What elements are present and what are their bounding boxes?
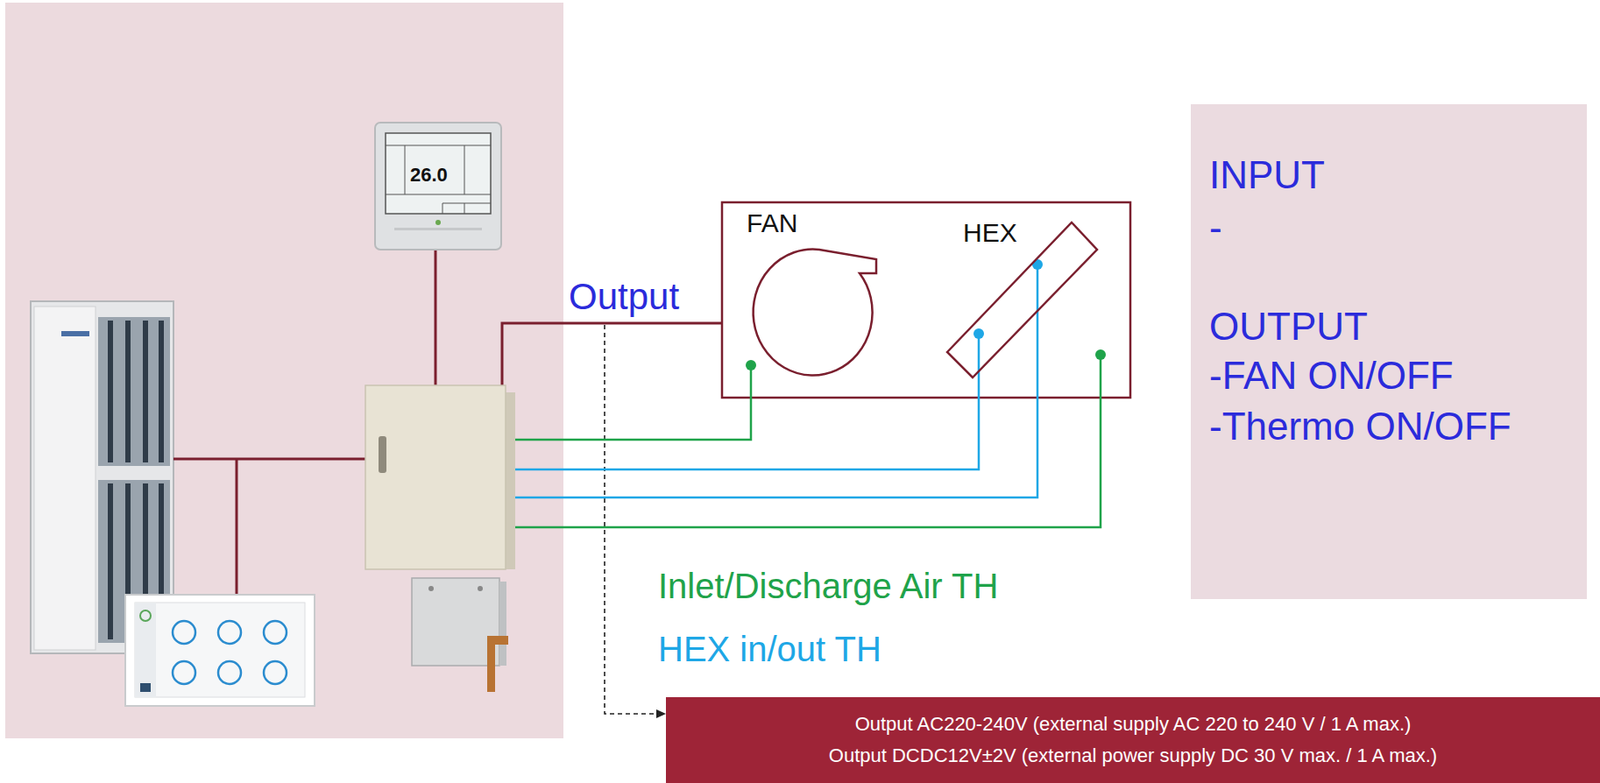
sensor-box-part [411,578,500,666]
sensor-dots-part [973,328,985,340]
io-panel: INPUT - OUTPUT-FAN ON/OFF -Thermo ON/OFF [1190,104,1587,600]
remote-controller-part [385,194,491,196]
connection-wires-part [434,249,438,386]
sensor-dots-part [745,360,757,371]
outdoor-unit-part [98,317,170,467]
sensor-wires-part [515,264,1038,498]
node-text: FAN [746,208,798,240]
control-box-part [365,385,506,570]
central-touchscreen [125,594,315,707]
remote-controller-part [404,145,406,195]
node-text: INPUT [1209,153,1325,199]
hex-node: HEX [941,214,1105,386]
sensor-wires [515,264,1101,528]
outdoor-unit-part [110,320,162,640]
sensor-box [411,578,509,693]
output-label: Output [568,278,680,316]
central-touchscreen-part [172,621,287,685]
central-touchscreen-part [140,683,151,693]
remote-controller-part [394,227,482,231]
remote-controller-part [464,145,466,195]
outdoor-unit-part [125,320,131,463]
remote-controller-part [385,133,491,214]
dashed-leader-part [604,325,658,715]
node-text: Output DCDC12V±2V (external power supply… [665,744,1600,767]
node-text: -Thermo ON/OFF [1209,404,1512,450]
central-touchscreen-part [134,602,305,698]
central-touchscreen-part [140,610,151,622]
sensor-box-part [477,586,483,592]
remote-controller-part [385,145,491,214]
dashed-leader [604,325,666,719]
outdoor-unit-part [142,320,149,463]
control-box-part [378,436,387,474]
outdoor-unit-part [107,320,114,463]
power-spec-box: Output AC220-240V (external supply AC 22… [665,697,1600,783]
sensor-wires-part [515,365,751,440]
remote-controller-part [435,219,441,226]
connection-wires-part [173,458,366,461]
central-touchscreen-part [218,661,241,685]
control-box [365,385,516,570]
fan-node: FAN [736,203,890,383]
hex-thermistor-label: HEX in/out TH [658,629,882,670]
outdoor-unit-part [107,483,114,640]
sensor-box-part [499,581,507,666]
air-thermistor-label: Inlet/Discharge Air TH [658,566,999,607]
remote-controller-part [442,203,491,205]
central-touchscreen-part [263,661,287,685]
remote-controller [375,122,502,250]
central-touchscreen-part [218,621,241,645]
central-touchscreen-part [172,661,196,685]
connection-wires [173,249,751,595]
node-text: HEX [962,218,1018,249]
sensor-dots-part [1095,349,1106,361]
node-text: OUTPUT [1209,304,1368,350]
outdoor-unit-part [34,306,96,651]
indoor-unit-outline [722,202,1131,398]
fan-scroll [753,249,877,376]
connection-wires-part [502,323,751,386]
sensor-wires-part [515,333,979,470]
system-panel [5,2,564,739]
remote-controller-part [442,203,444,214]
node-text: Output AC220-240V (external supply AC 22… [665,713,1600,736]
node-text: -FAN ON/OFF [1209,353,1454,399]
remote-controller-part [464,203,466,214]
central-touchscreen-part [134,602,156,698]
sensor-wires-part [515,354,1101,528]
sensor-dots [745,259,1106,371]
sensor-box-part [428,586,434,592]
outdoor-unit-part [158,320,164,463]
display-temperature: 26.0 [410,163,448,186]
central-touchscreen-part [172,621,196,645]
node-text: - [1209,205,1223,251]
remote-controller-part [375,122,502,250]
connection-wires-part [235,459,239,595]
outdoor-unit-part [61,331,90,337]
sensor-box-part [487,636,496,693]
central-touchscreen-part [125,594,315,707]
central-touchscreen-part [263,621,287,645]
remote-controller-part [385,145,491,147]
dashed-leader-part [656,709,666,719]
